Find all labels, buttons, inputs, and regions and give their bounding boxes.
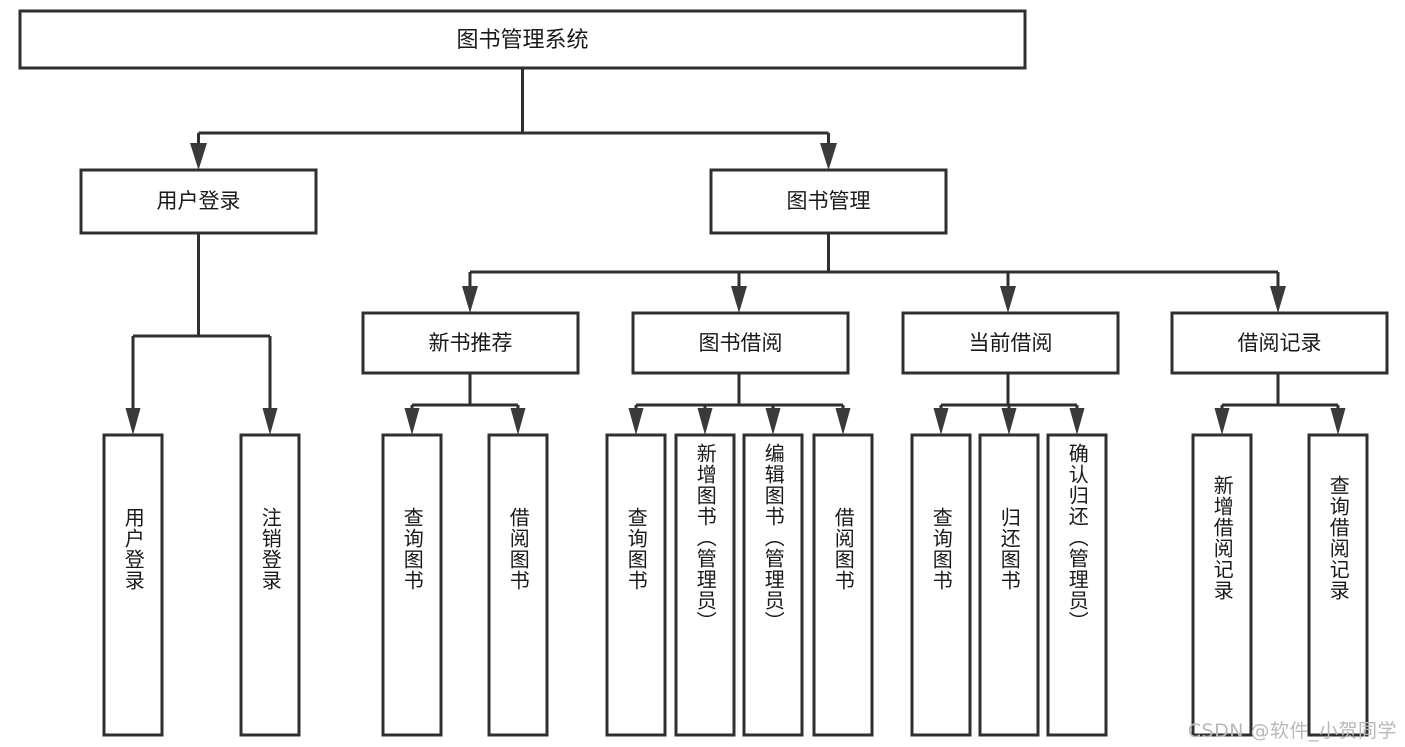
leaf-box-query-record[interactable] xyxy=(1307,433,1369,737)
leaf-box-query-book-1[interactable] xyxy=(381,433,443,737)
arrow-to-leaf-query-record xyxy=(1330,408,1346,435)
connector-group-root xyxy=(190,68,837,170)
new-book-recommend-box[interactable] xyxy=(361,311,580,375)
arrow-to-leaf-add-book xyxy=(697,408,713,435)
leaf-boxes-group xyxy=(102,433,1369,737)
node-borrow-record[interactable]: 借阅记录 xyxy=(1170,311,1389,375)
book-management-label: 图书管理 xyxy=(787,189,871,213)
arrow-to-current-borrow xyxy=(1000,286,1016,313)
book-management-box[interactable] xyxy=(709,168,948,235)
arrow-to-leaf-return-book xyxy=(1001,408,1017,435)
borrow-record-box[interactable] xyxy=(1170,311,1389,375)
book-borrow-box[interactable] xyxy=(631,311,850,375)
leaf-box-edit-book[interactable] xyxy=(742,433,804,737)
node-new-book-recommend[interactable]: 新书推荐 xyxy=(361,311,580,375)
node-book-management[interactable]: 图书管理 xyxy=(709,168,948,235)
arrow-to-leaf-add-record xyxy=(1214,408,1230,435)
arrow-to-leaf-logout xyxy=(262,408,278,435)
arrow-to-leaf-query-book-2 xyxy=(628,408,644,435)
leaf-box-borrow-book-1[interactable] xyxy=(487,433,549,737)
node-user-login[interactable]: 用户登录 xyxy=(79,168,318,235)
root-box[interactable] xyxy=(18,9,1027,70)
new-book-recommend-label: 新书推荐 xyxy=(429,331,513,355)
node-current-borrow[interactable]: 当前借阅 xyxy=(901,311,1120,375)
borrow-record-label: 借阅记录 xyxy=(1238,331,1322,355)
leaf-box-query-book-3[interactable] xyxy=(910,433,972,737)
root-label: 图书管理系统 xyxy=(456,28,588,53)
leaf-box-return-book[interactable] xyxy=(978,433,1040,737)
connector-group-borrow-record xyxy=(1214,373,1346,435)
node-root[interactable]: 图书管理系统 xyxy=(18,9,1027,70)
leaf-box-add-record[interactable] xyxy=(1191,433,1253,737)
connector-group-book-management xyxy=(462,233,1286,313)
user-login-label: 用户登录 xyxy=(157,189,241,213)
arrow-to-new-book-recommend xyxy=(462,286,478,313)
arrow-to-leaf-borrow-book-1 xyxy=(510,408,526,435)
connector-group-current-borrow xyxy=(933,373,1085,435)
leaf-box-query-book-2[interactable] xyxy=(605,433,667,737)
watermark-text: CSDN @软件_小贺同学 xyxy=(1187,720,1397,742)
arrow-to-book-management xyxy=(820,143,837,170)
leaf-box-confirm-return[interactable] xyxy=(1046,433,1108,737)
arrow-to-leaf-borrow-book-2 xyxy=(835,408,851,435)
arrow-to-leaf-query-book-1 xyxy=(404,408,420,435)
arrow-to-leaf-edit-book xyxy=(765,408,781,435)
leaf-box-logout[interactable] xyxy=(239,433,301,737)
arrow-to-leaf-user-login xyxy=(125,408,141,435)
book-borrow-label: 图书借阅 xyxy=(699,331,783,355)
current-borrow-label: 当前借阅 xyxy=(969,331,1053,355)
leaf-box-add-book[interactable] xyxy=(674,433,736,737)
leaf-box-borrow-book-2[interactable] xyxy=(812,433,874,737)
user-login-box[interactable] xyxy=(79,168,318,235)
connector-group-new-book-recommend xyxy=(404,373,526,435)
node-book-borrow[interactable]: 图书借阅 xyxy=(631,311,850,375)
arrow-to-borrow-record xyxy=(1270,286,1286,313)
arrow-to-leaf-confirm-return xyxy=(1069,408,1085,435)
leaf-box-user-login[interactable] xyxy=(102,433,164,737)
connector-group-book-borrow xyxy=(628,373,851,435)
current-borrow-box[interactable] xyxy=(901,311,1120,375)
arrow-to-book-borrow xyxy=(731,286,747,313)
arrow-to-leaf-query-book-3 xyxy=(933,408,949,435)
connector-group-user-login xyxy=(125,233,278,435)
arrow-to-user-login xyxy=(190,143,207,170)
